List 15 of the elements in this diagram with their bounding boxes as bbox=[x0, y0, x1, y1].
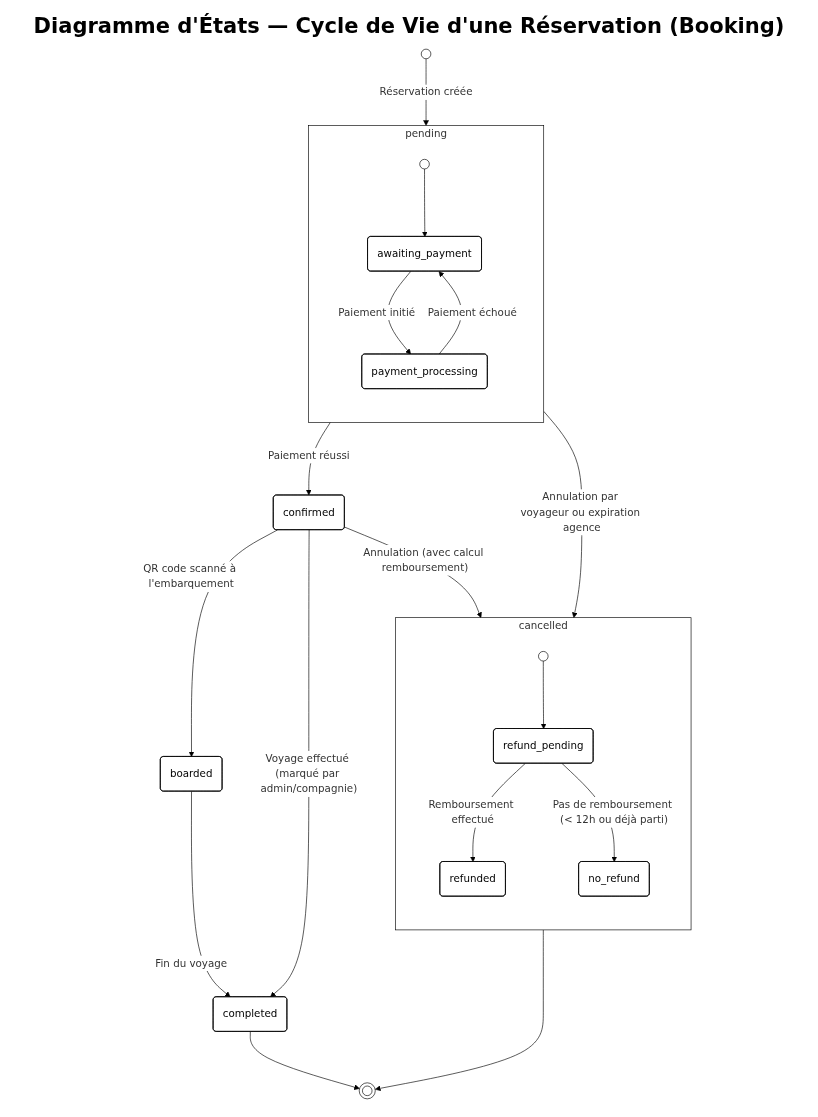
edge-label: Paiement échoué bbox=[427, 306, 517, 319]
edge-label: Voyage effectué (marqué par admin/compagnie) bbox=[260, 751, 358, 795]
diagram-title: Diagramme d'États — Cycle de Vie d'une Réservation (Booking) bbox=[32, 14, 786, 38]
edge-label: Paiement initié bbox=[338, 306, 416, 319]
edge-label: Annulation par voyageur ou expiration agence bbox=[520, 490, 640, 534]
edge-label: Réservation créée bbox=[379, 85, 473, 98]
edge-label: Paiement réussi bbox=[267, 449, 350, 462]
edge-label: Remboursement effectué bbox=[428, 798, 514, 826]
edge-label: Fin du voyage bbox=[155, 956, 228, 970]
edge-label: QR code scanné à l'embarquement bbox=[143, 562, 236, 591]
edge-label: Annulation (avec calcul remboursement) bbox=[363, 546, 484, 574]
node-circle bbox=[420, 48, 432, 60]
edge-label: Pas de remboursement (< 12h ou déjà parti) bbox=[552, 798, 672, 826]
node-circle bbox=[419, 159, 430, 170]
node-circle bbox=[538, 651, 549, 662]
